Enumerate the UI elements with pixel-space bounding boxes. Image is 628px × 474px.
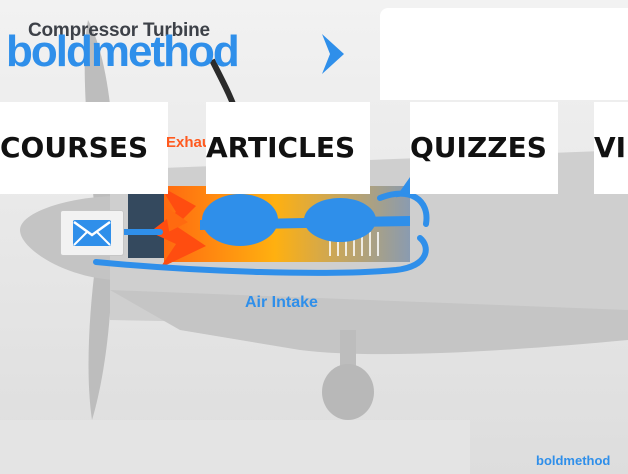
boldmethod-watermark: boldmethod [536,453,611,468]
boldmethod-logo[interactable]: boldmethod [6,27,240,76]
air-intake-label: Air Intake [245,294,318,311]
chevron-right-icon [322,34,344,74]
nav-item-quizzes[interactable]: QUIZZES [410,102,558,194]
airflow-arrows [93,174,430,276]
nav-item-videos[interactable]: VIDEOS [594,102,628,194]
aircraft-silhouette [0,20,628,474]
diagram-title: Compressor Turbine [28,20,210,41]
envelope-icon [73,220,111,246]
nav-item-courses[interactable]: COURSES [0,102,168,194]
exhaust-label: Exhaust [166,134,206,151]
engine-core [128,186,410,268]
email-share-button[interactable] [60,210,124,256]
nav-item-articles[interactable]: ARTICLES [206,102,370,194]
header-panel [380,8,628,100]
